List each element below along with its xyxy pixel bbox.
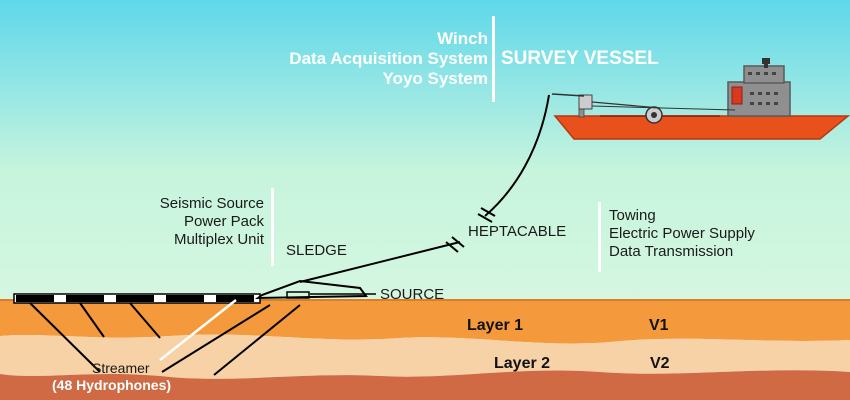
heptacable-label: HEPTACABLE [468,223,567,240]
hydrophone-segment [166,295,204,302]
seismic-ray-paths [29,302,301,376]
cable-function-data: Data Transmission [609,243,734,260]
heptacable-line [299,94,550,283]
vessel-panel-divider [492,16,495,102]
hydrophone-segment [16,295,54,302]
survey-vessel-graphic [551,58,850,140]
sledge-label: SLEDGE [286,242,347,259]
hydrophone-segment [116,295,154,302]
vessel-equipment-winch: Winch [437,29,488,48]
source-label: SOURCE [380,286,445,303]
cable-panel-divider [598,202,601,272]
streamer-label: Streamer [92,360,150,376]
vessel-windows [748,72,778,105]
sledge-equipment-seismic-source: Seismic Source [159,195,264,212]
layer-1-band [0,300,850,344]
sledge-frame [254,279,368,300]
layer-2-band [0,334,850,379]
water-background [0,0,850,310]
hydrophone-segment [66,295,104,302]
vessel-mast-head [762,58,770,64]
cable-function-power: Electric Power Supply [609,225,755,242]
sledge-panel-divider [271,188,274,266]
hydrophone-segment [216,295,254,302]
vessel-equipment-data-acquisition: Data Acquisition System [289,49,488,68]
layer-1-velocity: V1 [649,317,669,334]
layer-1-label: Layer 1 [467,317,524,334]
sledge-equipment-multiplex: Multiplex Unit [173,231,264,248]
survey-vessel-title: SURVEY VESSEL [501,48,659,69]
layer-2-label: Layer 2 [494,355,551,372]
vessel-hull [553,115,850,140]
vessel-equipment-yoyo: Yoyo System [382,69,488,88]
a-frame-box [578,94,593,110]
layer-2-velocity: V2 [650,355,670,372]
cable-break-marks [445,207,496,253]
vessel-funnel [731,86,743,105]
vessel-rigging [591,101,661,109]
streamer-pointer [159,299,237,361]
streamer-hydrophones-label: (48 Hydrophones) [52,377,172,393]
source-unit [286,291,310,299]
cable-function-towing: Towing [609,207,656,224]
a-frame-arm [551,93,585,97]
sledge-equipment-power-pack: Power Pack [183,213,264,230]
layer-3-band [0,370,850,400]
